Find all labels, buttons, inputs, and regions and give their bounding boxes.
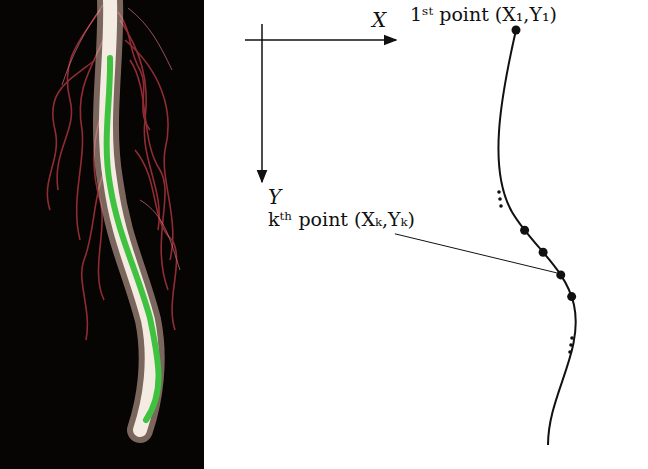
axis-label: Y (268, 185, 281, 209)
curve-point (556, 270, 565, 279)
curve-point (539, 248, 548, 257)
curve-point (567, 292, 576, 301)
x-axis (245, 39, 396, 41)
ellipsis-dots (497, 190, 574, 354)
leader-line (395, 234, 557, 273)
centerline-curve (498, 30, 575, 445)
y-axis (261, 24, 263, 182)
curve-points (512, 26, 577, 302)
point-label: kᵗʰ point (Xₖ,Yₖ) (268, 208, 415, 231)
axis-label: X (372, 8, 386, 32)
point-label: 1ˢᵗ point (X₁,Y₁) (410, 3, 557, 26)
traced-centerline (107, 58, 159, 420)
curve-point (512, 26, 521, 35)
curve-point (520, 226, 529, 235)
photo-background (0, 0, 204, 469)
